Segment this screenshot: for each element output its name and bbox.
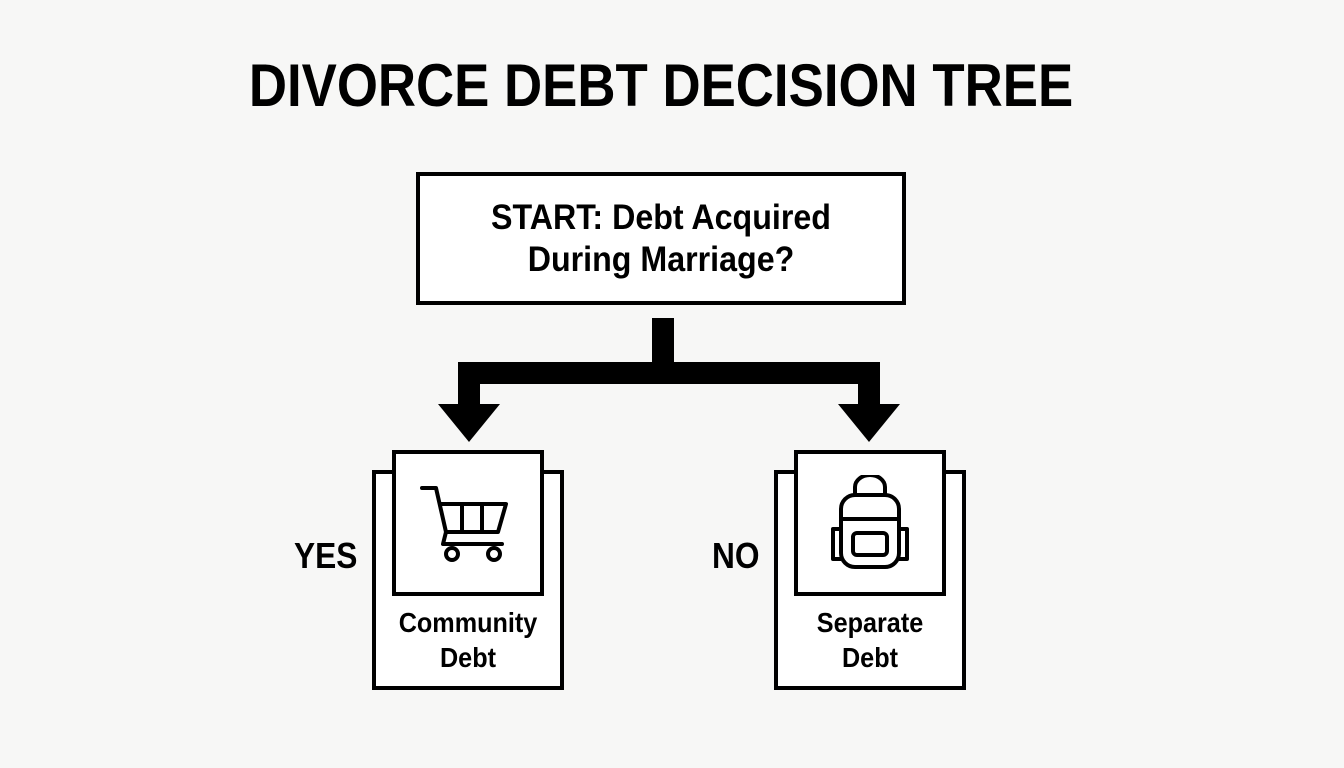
connector-bar	[458, 362, 880, 384]
connector-right-drop	[858, 362, 880, 410]
separate-debt-label: Separate Debt	[816, 607, 924, 673]
start-node: START: Debt Acquired During Marriage?	[416, 172, 906, 305]
branch-answer-no: NO	[712, 535, 760, 576]
separate-debt-icon-frame	[794, 450, 946, 596]
arrowhead-left	[438, 404, 500, 442]
start-node-text: START: Debt Acquired During Marriage?	[491, 197, 831, 279]
connector-stem	[652, 318, 674, 366]
shopping-cart-icon	[420, 486, 508, 562]
community-debt-label: Community Debt	[398, 607, 538, 673]
page-title: DIVORCE DEBT DECISION TREE	[248, 52, 1074, 119]
branch-answer-yes: YES	[294, 535, 358, 576]
backpack-icon	[831, 475, 909, 569]
community-debt-icon-frame	[392, 450, 544, 596]
connector-left-drop	[458, 362, 480, 410]
arrowhead-right	[838, 404, 900, 442]
